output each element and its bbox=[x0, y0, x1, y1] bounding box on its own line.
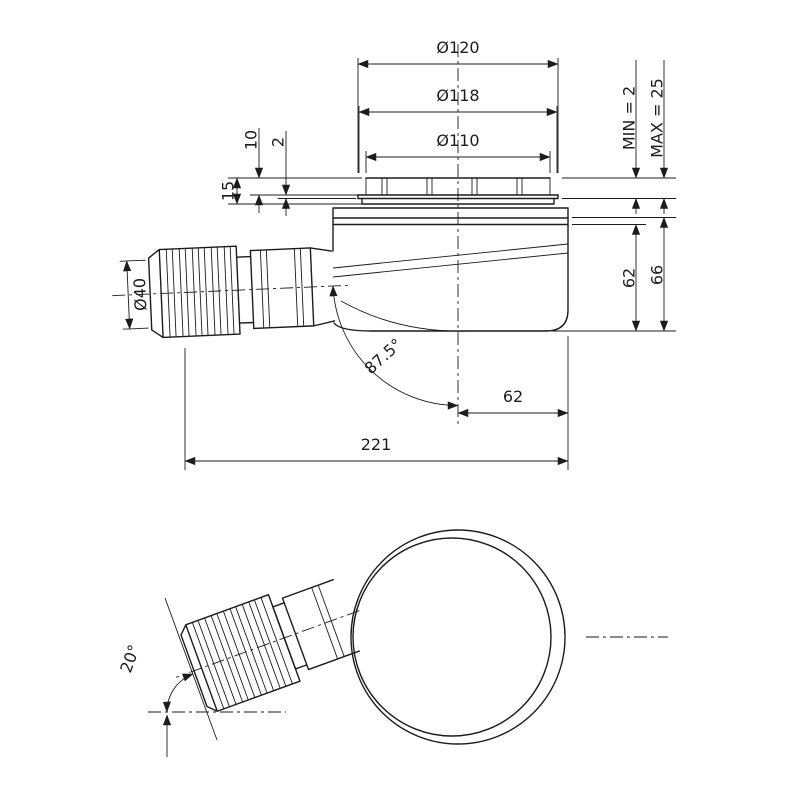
dim-outlet-offset: 62 bbox=[457, 336, 569, 470]
dim-label-swivel-angle: 20° bbox=[116, 642, 144, 675]
plan-view: 20° bbox=[116, 529, 668, 757]
dim-dia-outer: Ø120 bbox=[357, 38, 559, 173]
dim-left-stack: 15 10 2 bbox=[219, 128, 362, 216]
dim-swivel-angle: 20° bbox=[116, 597, 286, 757]
dim-label-overall-length: 221 bbox=[361, 435, 392, 454]
dim-label-flange-height: 15 bbox=[219, 181, 238, 201]
plan-union-nut bbox=[180, 594, 301, 712]
dim-label-dia-mid: Ø118 bbox=[436, 86, 479, 105]
tailpiece bbox=[235, 247, 336, 330]
dim-label-rim-thickness: 2 bbox=[269, 137, 288, 147]
plan-outlet-centerline bbox=[176, 610, 360, 678]
dim-tile-range: MIN = 2 MAX = 25 bbox=[562, 60, 676, 214]
dim-label-outlet-dia: Ø40 bbox=[130, 278, 150, 312]
dim-label-tile-max: MAX = 25 bbox=[648, 78, 667, 158]
dim-label-dia-outer: Ø120 bbox=[436, 38, 479, 57]
dim-label-total-depth: 66 bbox=[648, 265, 667, 285]
body-inner-circle bbox=[352, 537, 552, 737]
side-view: Ø40 Ø120 Ø118 Ø110 15 10 bbox=[112, 38, 676, 470]
dim-label-outlet-offset: 62 bbox=[503, 387, 523, 406]
dim-label-grate-height: 10 bbox=[242, 130, 261, 150]
trap-body bbox=[332, 217, 569, 332]
body-outer-circle bbox=[350, 529, 566, 745]
flange-grate bbox=[332, 177, 569, 219]
dim-label-outlet-angle: 87.5° bbox=[361, 335, 406, 378]
dim-label-body-depth: 62 bbox=[620, 268, 639, 288]
dim-outlet-dia: Ø40 bbox=[119, 259, 150, 330]
dim-depths: 62 66 bbox=[552, 216, 676, 332]
plan-outlet-assembly bbox=[176, 578, 360, 712]
dim-label-dia-inner: Ø110 bbox=[436, 131, 479, 150]
union-nut bbox=[147, 245, 241, 339]
dim-outlet-angle: 87.5° bbox=[329, 285, 459, 410]
dim-dia-mid: Ø118 bbox=[358, 86, 558, 173]
dim-label-tile-min: MIN = 2 bbox=[620, 86, 639, 150]
outlet-assembly: Ø40 bbox=[112, 245, 353, 339]
dim-dia-inner: Ø110 bbox=[365, 131, 551, 173]
dim-overall-length: 221 bbox=[184, 348, 569, 470]
